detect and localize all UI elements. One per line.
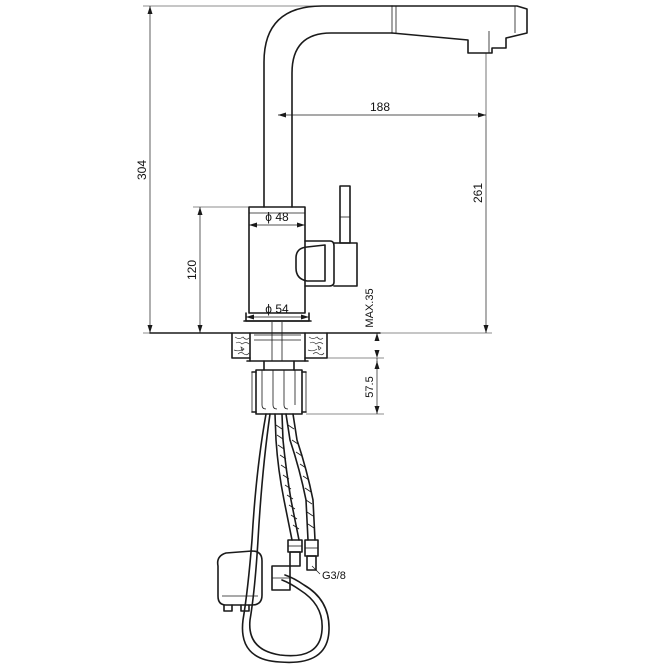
dim-base-diameter-label: ϕ 54 (265, 302, 289, 316)
lever-handle (295, 185, 358, 287)
supply-hoses (216, 413, 330, 664)
dim-spout-height-label: 261 (471, 183, 485, 203)
dim-body-height-label: 120 (185, 260, 199, 280)
dim-spout-reach-label: 188 (370, 100, 390, 114)
faucet-spout (263, 5, 528, 208)
hose-thread-label: G3/8 (322, 570, 346, 582)
dimension-lines (143, 5, 492, 575)
dim-body-diameter-label: ϕ 48 (265, 210, 289, 224)
dim-shank-length-label: 57.5 (364, 376, 376, 397)
mounting-nut (251, 360, 307, 415)
worktop-section (149, 322, 381, 362)
dim-total-height-label: 304 (135, 160, 149, 180)
dim-max-worktop-label: MAX.35 (364, 288, 376, 327)
